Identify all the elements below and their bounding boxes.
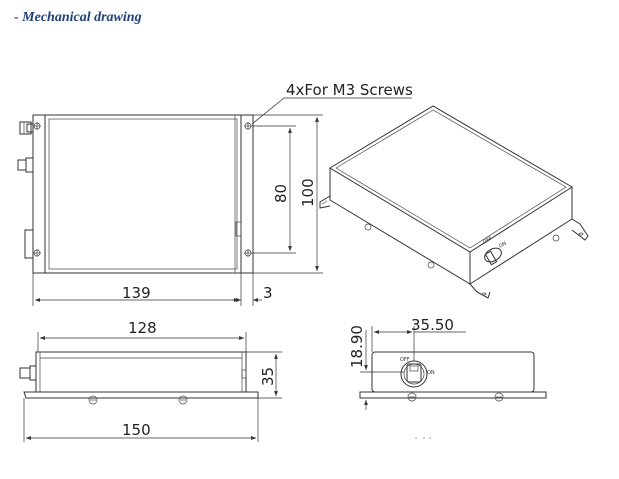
end-screw-right xyxy=(494,392,504,402)
end-view: OFF ON 18.90 35.50 xyxy=(348,316,547,410)
dim-inner-height: 80 xyxy=(272,184,290,203)
screw-hole-top-right xyxy=(244,122,252,130)
svg-text:OFF: OFF xyxy=(482,236,493,246)
end-view-flange xyxy=(359,391,547,399)
dim-flange: 3 xyxy=(263,284,273,302)
dim-body-width: 128 xyxy=(128,319,157,337)
screw-hole-bottom-right xyxy=(244,249,252,257)
scan-artifact xyxy=(415,437,431,439)
iso-top-face xyxy=(329,105,573,253)
side-screw-right xyxy=(178,395,188,405)
dim-overall-width: 150 xyxy=(122,421,151,439)
iso-screw-side xyxy=(552,234,560,242)
left-connector-top xyxy=(19,121,34,135)
side-view-flange xyxy=(23,391,259,399)
switch-off-label: OFF xyxy=(400,357,410,363)
isometric-view: OFF ON xyxy=(319,105,589,299)
section-title: - Mechanical drawing xyxy=(14,10,142,25)
iso-switch: OFF ON xyxy=(482,236,508,266)
screw-hole-bottom-left xyxy=(33,249,41,257)
top-view-flange xyxy=(32,114,254,274)
switch-on-label: ON xyxy=(427,370,435,376)
dim-end-height: 18.90 xyxy=(348,325,366,368)
dim-width: 139 xyxy=(122,284,151,302)
top-view: 4xFor M3 Screws 80 100 139 3 xyxy=(17,81,413,306)
screw-note: 4xFor M3 Screws xyxy=(286,81,413,99)
left-connector-bottom xyxy=(24,229,34,259)
iso-front-face xyxy=(329,168,471,285)
side-view: 128 35 150 xyxy=(19,319,282,442)
iso-screw-left xyxy=(364,223,372,231)
end-screw-left xyxy=(407,392,417,402)
screw-hole-top-left xyxy=(33,122,41,130)
iso-screw-right xyxy=(427,261,435,269)
top-view-body xyxy=(44,114,242,274)
side-screw-left xyxy=(88,395,98,405)
dim-outer-height: 100 xyxy=(299,178,317,207)
end-switch: OFF ON xyxy=(400,357,435,388)
side-connector xyxy=(19,367,31,379)
iso-side-face xyxy=(469,187,573,285)
svg-text:ON: ON xyxy=(498,241,508,250)
dim-side-height: 35 xyxy=(259,367,277,386)
dim-end-offset: 35.50 xyxy=(411,316,454,334)
screw-note-leader xyxy=(251,97,412,125)
left-connector-middle xyxy=(17,157,34,173)
